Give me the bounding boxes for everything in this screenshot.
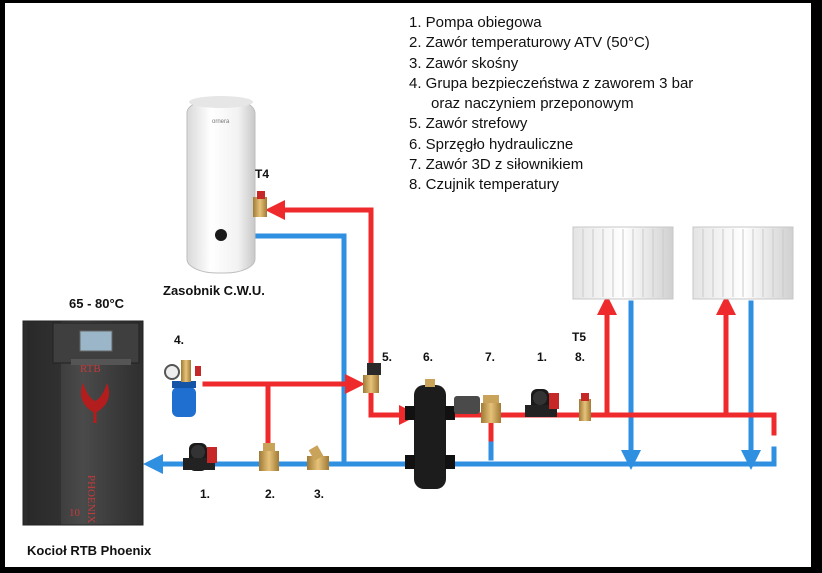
boiler-brand-mark: RTB <box>80 363 101 375</box>
label-n3: 3. <box>314 487 325 501</box>
three-way-valve <box>454 395 501 423</box>
boiler-label: Kocioł RTB Phoenix <box>27 543 152 558</box>
label-n6: 6. <box>423 350 434 364</box>
legend-item-4: 4. Grupa bezpieczeństwa z zaworem 3 bar <box>409 74 694 92</box>
boiler-temp-label: 65 - 80°C <box>69 296 125 311</box>
legend-item-3: 3. Zawór skośny <box>409 54 519 72</box>
t4-label: T4 <box>255 167 270 181</box>
tank-inspection-port <box>215 229 227 241</box>
label-n1-bottom: 1. <box>200 487 211 501</box>
temperature-sensor-t5 <box>579 393 591 421</box>
tank-badge: ornera <box>212 119 230 125</box>
radiator-left <box>572 226 674 300</box>
legend-item-2: 2. Zawór temperaturowy ATV (50°C) <box>409 34 650 52</box>
safety-group <box>164 360 201 417</box>
pressure-gauge <box>164 364 180 380</box>
t5-label: T5 <box>572 330 587 344</box>
legend: 1. Pompa obiegowa 2. Zawór temperaturowy… <box>409 13 693 196</box>
radiator-right <box>692 226 794 300</box>
tank-supply-pipe <box>265 200 374 418</box>
tank-return-pipe <box>250 233 347 467</box>
y-strainer <box>307 445 329 470</box>
legend-item-6: 6. Sprzęgło hydrauliczne <box>409 135 574 153</box>
hydraulic-separator <box>405 379 455 489</box>
thermostatic-valve-atv <box>259 443 279 471</box>
label-n1-top: 1. <box>537 350 548 364</box>
label-n7: 7. <box>485 350 496 364</box>
radiator-return-main <box>447 446 777 467</box>
hydraulic-diagram <box>22 96 794 526</box>
diagram-canvas: RTB PHOENIX 10 ornera 1. Pompa obiegowa … <box>5 3 811 567</box>
circulation-pump-heating <box>525 389 559 417</box>
boiler <box>22 320 144 526</box>
legend-item-8: 8. Czujnik temperatury <box>409 176 560 194</box>
label-n8: 8. <box>575 350 586 364</box>
legend-item-4-continued: oraz naczyniem przeponowym <box>431 95 634 113</box>
temperature-sensor-t4 <box>253 191 267 217</box>
legend-item-5: 5. Zawór strefowy <box>409 115 528 133</box>
supply-pipes <box>202 200 777 458</box>
legend-item-1: 1. Pompa obiegowa <box>409 14 542 31</box>
label-n4: 4. <box>174 333 185 347</box>
radiator-supply-main <box>447 412 777 436</box>
separator-supply-in <box>368 381 419 425</box>
dhw-tank <box>186 96 256 274</box>
zone-valve <box>363 363 381 393</box>
label-n2: 2. <box>265 487 276 501</box>
phoenix-logo <box>80 383 110 413</box>
return-pipes <box>143 233 777 474</box>
boiler-side-mark: PHOENIX <box>85 475 97 524</box>
tank-label: Zasobnik C.W.U. <box>163 283 265 298</box>
circulation-pump-boiler <box>183 443 217 471</box>
boiler-model-mark: 10 <box>69 507 80 519</box>
label-n5: 5. <box>382 350 393 364</box>
legend-item-7: 7. Zawór 3D z siłownikiem <box>409 156 584 174</box>
boiler-display <box>79 330 113 352</box>
